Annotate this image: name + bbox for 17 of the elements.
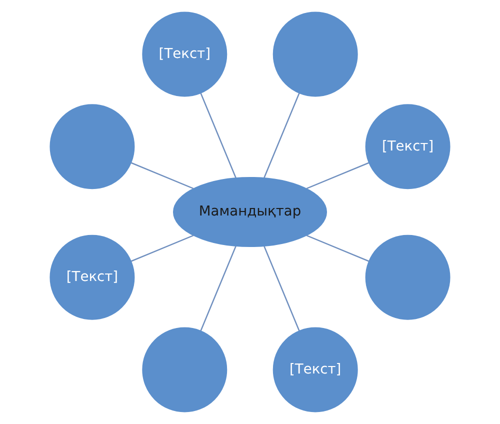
connector (130, 162, 194, 190)
connector (264, 246, 300, 332)
node-circle: [Текст] (365, 104, 450, 190)
node-circle (272, 12, 358, 97)
connector (200, 92, 236, 178)
connector (264, 92, 300, 178)
node-circle (142, 327, 228, 412)
connector (130, 234, 194, 262)
connector (306, 234, 370, 262)
connector (306, 162, 370, 190)
node-circle: [Текст] (142, 12, 228, 97)
node-circle (50, 104, 135, 190)
node-circle (365, 234, 450, 320)
node-circle: [Текст] (50, 234, 135, 320)
node-ellipse: Мамандықтар (172, 176, 327, 248)
node-circle: [Текст] (272, 327, 358, 412)
connector (200, 246, 236, 332)
